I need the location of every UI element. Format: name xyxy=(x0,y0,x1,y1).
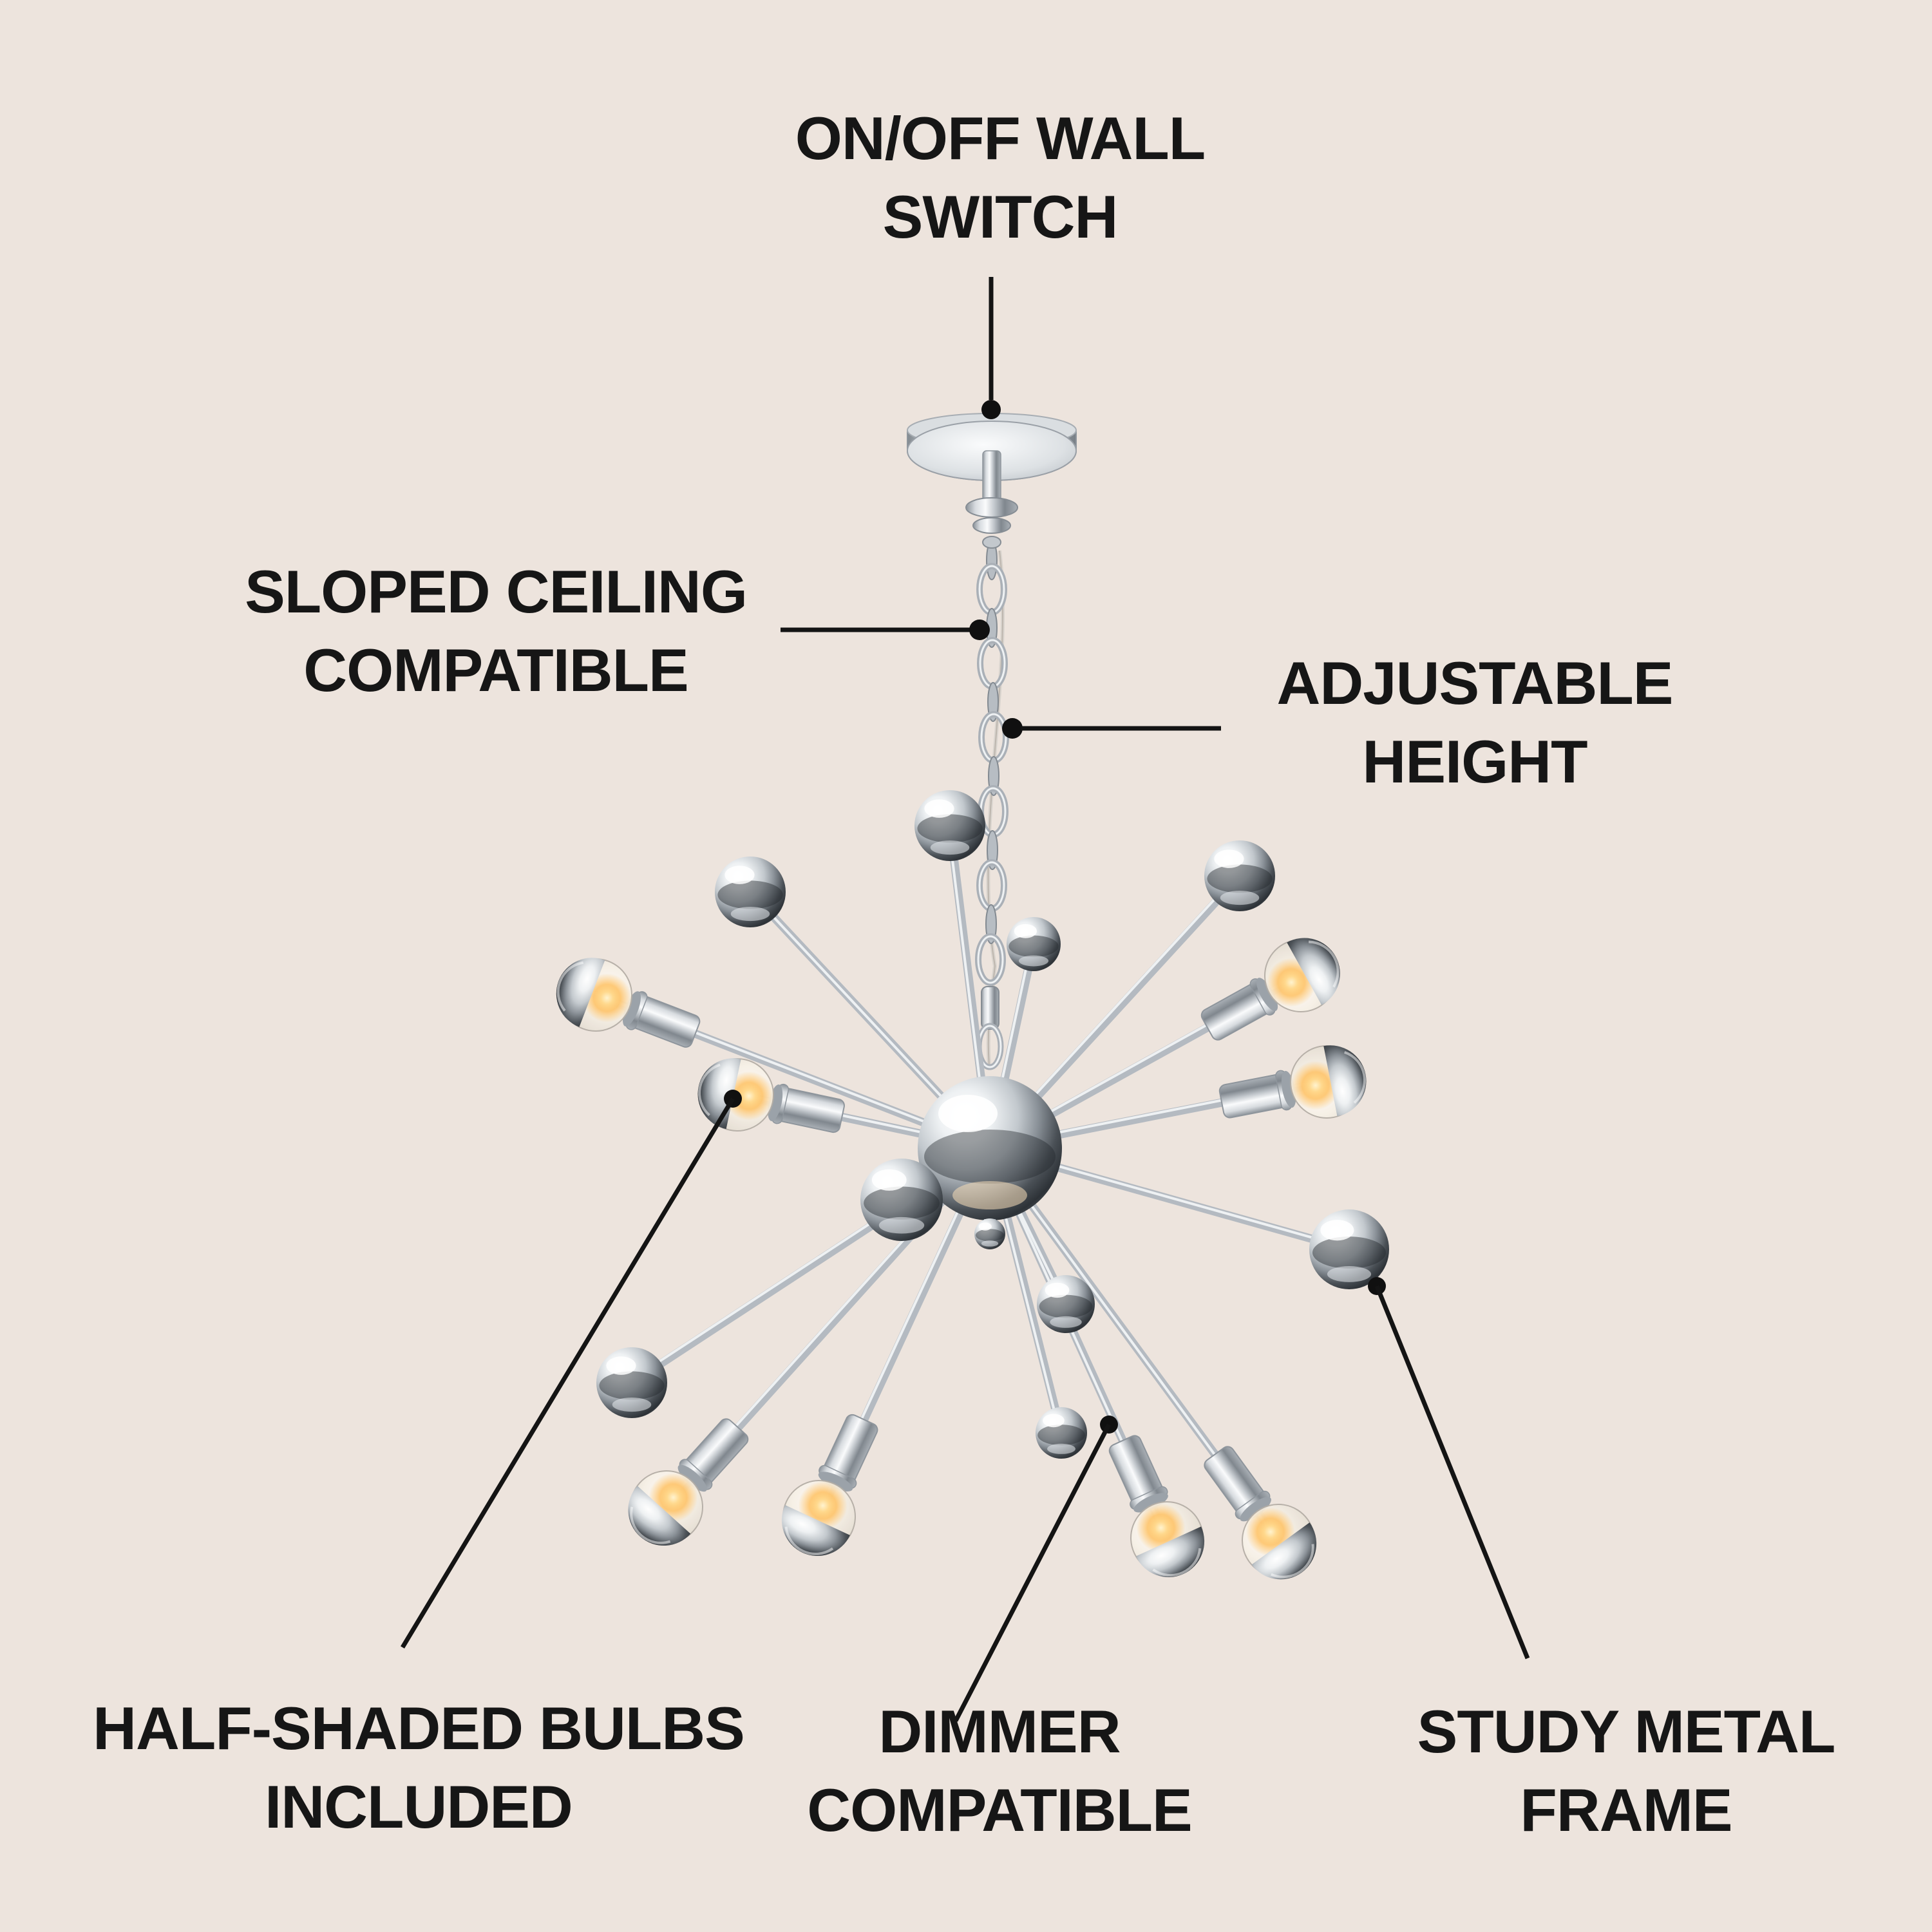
chrome-ball xyxy=(715,857,786,927)
label-dimmer-line1: DIMMER xyxy=(878,1698,1121,1765)
chrome-ball-front xyxy=(860,1159,943,1241)
chain-turnbuckle xyxy=(981,986,999,1030)
leader-dot-sloped-ceiling xyxy=(969,620,990,640)
label-wall-switch-line2: SWITCH xyxy=(882,183,1119,251)
canopy-stem xyxy=(982,450,1001,502)
label-adjustable-height-line2: HEIGHT xyxy=(1362,728,1587,795)
bulb-upper-right xyxy=(1188,923,1355,1061)
label-dimmer-line2: COMPATIBLE xyxy=(807,1776,1192,1844)
ceiling-canopy xyxy=(907,413,1077,549)
leader-dot-wall-switch xyxy=(981,400,1001,419)
bulb-upper-left xyxy=(544,945,710,1068)
label-half-shaded-bulbs-line2: INCLUDED xyxy=(265,1773,573,1841)
leader-line-dimmer xyxy=(953,1423,1112,1722)
label-sloped-ceiling: SLOPED CEILING COMPATIBLE xyxy=(245,553,748,710)
label-metal-frame-line2: FRAME xyxy=(1520,1776,1732,1844)
label-half-shaded-bulbs: HALF-SHADED BULBS INCLUDED xyxy=(93,1689,745,1846)
chrome-ball xyxy=(1036,1407,1087,1459)
chrome-ball xyxy=(1204,840,1275,911)
label-metal-frame-line1: STUDY METAL xyxy=(1417,1698,1836,1765)
leader-line-half-shaded xyxy=(401,1097,735,1649)
bulb-lower-right-inner xyxy=(1088,1424,1218,1591)
label-sloped-ceiling-line1: SLOPED CEILING xyxy=(245,558,748,625)
chrome-ball xyxy=(1037,1275,1095,1333)
bulb-lower-left-inner xyxy=(768,1403,898,1569)
bulb-lower-right-outer xyxy=(1186,1433,1331,1594)
sphere-finial-ball xyxy=(974,1218,1005,1249)
label-sloped-ceiling-line2: COMPATIBLE xyxy=(303,636,688,704)
label-adjustable-height: ADJUSTABLE HEIGHT xyxy=(1276,644,1674,801)
label-adjustable-height-line1: ADJUSTABLE xyxy=(1276,649,1674,717)
hanging-chain xyxy=(975,540,1009,1070)
label-wall-switch-line1: ON/OFF WALL xyxy=(795,104,1206,172)
leader-line-metal-frame xyxy=(1374,1285,1530,1660)
chrome-ball xyxy=(596,1347,667,1418)
label-wall-switch: ON/OFF WALL SWITCH xyxy=(795,99,1206,256)
chrome-ball xyxy=(914,790,985,861)
label-dimmer: DIMMER COMPATIBLE xyxy=(807,1692,1192,1850)
leader-dot-adjustable-height xyxy=(1002,718,1023,739)
label-half-shaded-bulbs-line1: HALF-SHADED BULBS xyxy=(93,1694,745,1762)
label-metal-frame: STUDY METAL FRAME xyxy=(1417,1692,1836,1850)
chrome-ball xyxy=(1007,917,1061,971)
light-bulbs xyxy=(544,923,1374,1594)
leader-lines xyxy=(401,277,1530,1722)
center-sphere xyxy=(918,1076,1062,1249)
bulb-mid-right xyxy=(1213,1037,1374,1139)
